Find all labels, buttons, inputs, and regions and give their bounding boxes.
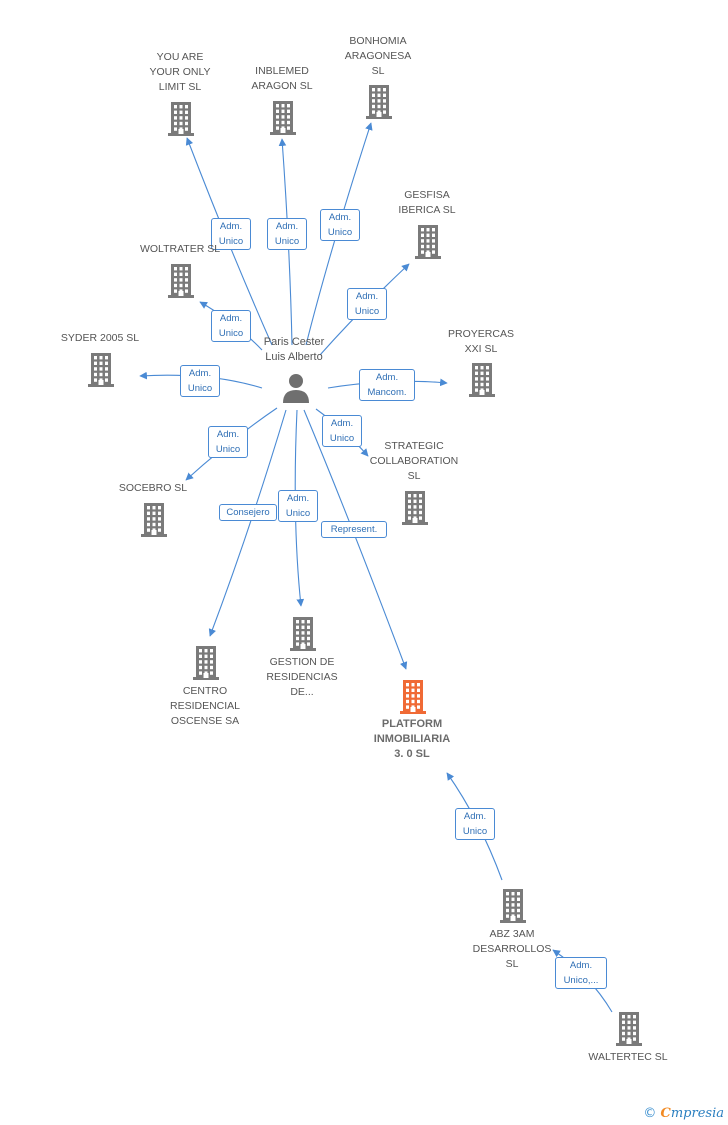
- building-icon[interactable]: [192, 644, 220, 685]
- edge-label-platform[interactable]: Represent.: [321, 521, 387, 538]
- edge-label-syder[interactable]: Adm. Unico: [180, 365, 220, 397]
- company-label-waltertec[interactable]: WALTERTEC SL: [588, 1051, 668, 1063]
- building-icon[interactable]: [499, 887, 527, 928]
- edge-label-bonhomia[interactable]: Adm. Unico: [320, 209, 360, 241]
- edge-label-abz-platform[interactable]: Adm. Unico: [455, 808, 495, 840]
- building-icon[interactable]: [269, 99, 297, 140]
- edge-label-centro[interactable]: Consejero: [219, 504, 277, 521]
- company-label-centro[interactable]: CENTRO RESIDENCIAL OSCENSE SA: [169, 685, 241, 727]
- company-label-proyercas[interactable]: PROYERCAS XXI SL: [448, 328, 514, 355]
- edge-label-strategic[interactable]: Adm. Unico: [322, 415, 362, 447]
- company-label-gestion[interactable]: GESTION DE RESIDENCIAS DE...: [266, 656, 338, 698]
- company-label-woltrater[interactable]: WOLTRATER SL: [139, 243, 221, 255]
- brand-initial: C: [660, 1106, 671, 1121]
- edge-label-woltrater[interactable]: Adm. Unico: [211, 310, 251, 342]
- building-icon[interactable]: [468, 361, 496, 402]
- brand-footer: © Cmpresia: [643, 1106, 724, 1121]
- person-name-label[interactable]: Paris Cester Luis Alberto: [263, 336, 325, 363]
- edge-label-inblemed[interactable]: Adm. Unico: [267, 218, 307, 250]
- company-label-strategic[interactable]: STRATEGIC COLLABORATION SL: [369, 440, 459, 482]
- company-label-syder[interactable]: SYDER 2005 SL: [60, 332, 140, 344]
- company-label-abz[interactable]: ABZ 3AM DESARROLLOS SL: [472, 928, 552, 970]
- copyright-symbol: ©: [643, 1106, 657, 1121]
- edge-label-socebro[interactable]: Adm. Unico: [208, 426, 248, 458]
- edge-label-youare[interactable]: Adm. Unico: [211, 218, 251, 250]
- building-icon[interactable]: [140, 501, 168, 542]
- edge-label-waltertec-abz[interactable]: Adm. Unico,...: [555, 957, 607, 989]
- building-icon[interactable]: [167, 262, 195, 303]
- company-label-socebro[interactable]: SOCEBRO SL: [118, 482, 188, 494]
- edge-line-centro: [208, 409, 287, 637]
- brand-name: mpresia: [670, 1106, 724, 1121]
- company-label-inblemed[interactable]: INBLEMED ARAGON SL: [251, 65, 313, 92]
- edge-label-proyercas[interactable]: Adm. Mancom.: [359, 369, 415, 401]
- building-icon[interactable]: [87, 351, 115, 392]
- edge-label-gestion[interactable]: Adm. Unico: [278, 490, 318, 522]
- building-icon[interactable]: [365, 83, 393, 124]
- building-icon[interactable]: [167, 100, 195, 141]
- company-label-platform[interactable]: PLATFORM INMOBILIARIA 3. 0 SL: [373, 718, 451, 760]
- building-icon[interactable]: [615, 1010, 643, 1051]
- building-icon[interactable]: [414, 223, 442, 264]
- building-icon[interactable]: [401, 489, 429, 530]
- person-icon[interactable]: [280, 372, 312, 409]
- edge-line-bonhomia: [305, 122, 373, 346]
- company-label-you-are[interactable]: YOU ARE YOUR ONLY LIMIT SL: [149, 51, 211, 93]
- building-icon[interactable]: [289, 615, 317, 656]
- building-icon[interactable]: [399, 678, 427, 719]
- company-label-bonhomia[interactable]: BONHOMIA ARAGONESA SL: [344, 35, 412, 77]
- edge-label-gesfisa[interactable]: Adm. Unico: [347, 288, 387, 320]
- company-label-gesfisa[interactable]: GESFISA IBERICA SL: [398, 189, 456, 216]
